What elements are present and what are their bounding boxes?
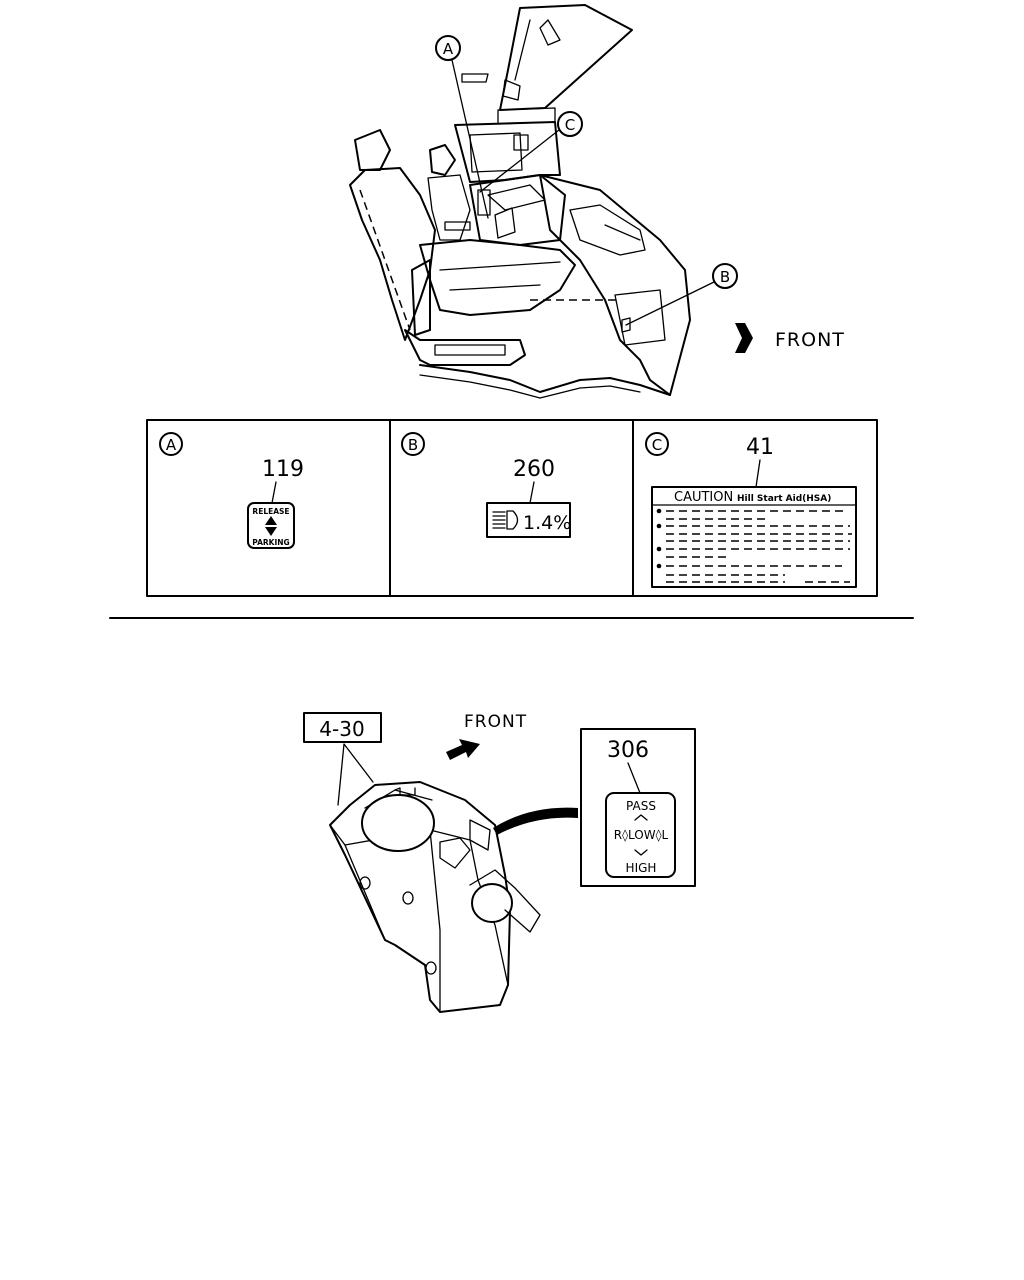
cell-a-letter: A — [166, 436, 177, 454]
cab-interior-illustration: A C B — [349, 4, 738, 399]
cell-c-letter: C — [652, 436, 662, 454]
high-text: HIGH — [626, 861, 657, 875]
label-cell-b: B 260 1.4% — [401, 432, 571, 538]
up-down-arrow-icon — [265, 516, 277, 536]
front-label-bottom: FRONT — [464, 712, 527, 732]
cell-a-part-no: 119 — [262, 457, 304, 482]
chevron-up-icon — [634, 814, 648, 821]
chevron-down-icon — [634, 849, 648, 856]
cell-b-letter: B — [408, 436, 418, 454]
caution-body-lines — [656, 508, 852, 583]
headlamp-leveling-label — [486, 502, 571, 538]
label-cell-a: A 119 RELEASE PARKING — [159, 432, 304, 549]
switch-label-part-no: 306 — [607, 738, 649, 763]
callout-a — [435, 35, 461, 61]
callout-c — [557, 111, 583, 137]
pass-text: PASS — [626, 799, 656, 813]
parking-text: PARKING — [252, 538, 289, 547]
switch-label-frame — [580, 728, 696, 887]
hsa-caution-label — [651, 486, 857, 588]
callout-b — [712, 263, 738, 289]
ref-box-text: 4-30 — [319, 717, 364, 741]
headlamp-level-text: 1.4% — [523, 512, 571, 534]
callout-b-letter: B — [720, 268, 730, 286]
cell-b-letter-circle — [401, 432, 425, 456]
cell-c-letter-circle — [645, 432, 669, 456]
front-arrow-icon — [735, 323, 753, 353]
ref-box — [303, 712, 382, 743]
parking-brake-label — [247, 502, 295, 549]
front-arrow-icon — [446, 739, 480, 760]
label-table — [146, 419, 878, 597]
label-cell-c: C 41 CAUTION Hill Start Aid(HSA) — [645, 432, 857, 588]
callout-c-letter: C — [565, 116, 575, 134]
front-label-top: FRONT — [775, 329, 845, 351]
cell-a-letter-circle — [159, 432, 183, 456]
low-row-text: R◊LOW◊L — [614, 828, 669, 842]
headlamp-icon — [492, 510, 519, 530]
combination-switch-illustration — [329, 781, 578, 1013]
cell-c-part-no: 41 — [746, 435, 774, 460]
release-text: RELEASE — [252, 507, 289, 516]
caution-subtitle: Hill Start Aid(HSA) — [737, 494, 831, 504]
cell-b-part-no: 260 — [513, 457, 555, 482]
caution-title: CAUTION — [674, 490, 733, 505]
dimmer-switch-label — [605, 792, 676, 878]
callout-a-letter: A — [443, 40, 454, 58]
